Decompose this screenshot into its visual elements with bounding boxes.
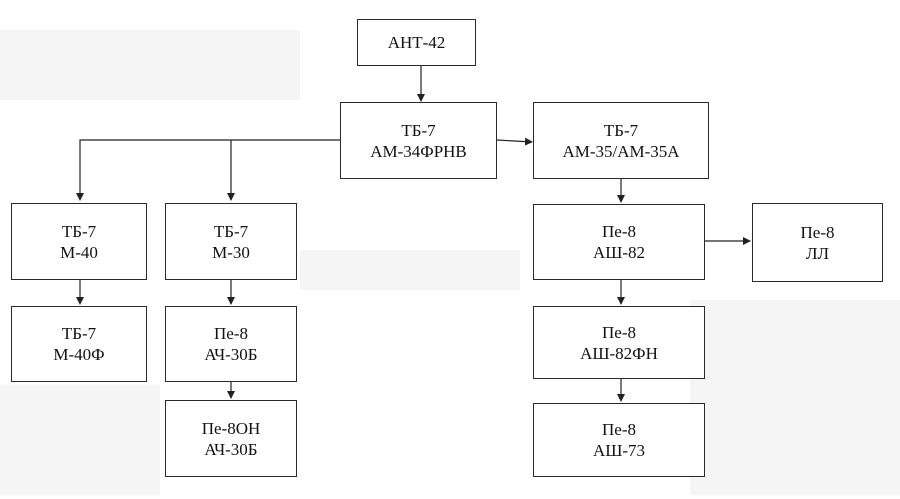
node-line: М-30 xyxy=(212,242,250,262)
node-pe8on-ach30b: Пе-8ОН АЧ-30Б xyxy=(165,400,297,477)
node-line: Пе-8 xyxy=(800,222,835,242)
node-line: ТБ-7 xyxy=(401,120,436,140)
node-line: ТБ-7 xyxy=(61,221,97,241)
node-line: Пе-8 xyxy=(214,324,248,343)
node-pe8-ach30b: Пе-8 АЧ-30Б xyxy=(165,306,297,382)
node-line: АЧ-30Б xyxy=(204,439,258,459)
background-texture xyxy=(0,385,160,495)
node-line: АЧ-30Б xyxy=(204,345,258,364)
node-line: ТБ-7 xyxy=(603,120,639,140)
edge-tb7-34-tb7-35 xyxy=(496,137,533,146)
node-line: Пе-8ОН xyxy=(201,418,261,438)
node-line: Пе-8 xyxy=(602,222,636,241)
node-line: Пе-8 xyxy=(602,420,636,439)
node-pe8-ash82: Пе-8 АШ-82 xyxy=(533,204,705,280)
node-tb7-m40: ТБ-7 М-40 xyxy=(11,203,147,280)
node-line: АШ-73 xyxy=(592,441,646,460)
node-tb7-m40f: ТБ-7 М-40Ф xyxy=(11,306,147,382)
node-tb7-am34frnv: ТБ-7 АМ-34ФРНВ xyxy=(340,102,497,179)
node-tb7-m30: ТБ-7 М-30 xyxy=(165,203,297,280)
node-line: М-40 xyxy=(60,242,98,262)
node-line: Пе-8 xyxy=(602,322,636,342)
node-line: АШ-82 xyxy=(592,243,646,262)
node-ant-42: АНТ-42 xyxy=(357,19,476,66)
background-texture xyxy=(300,250,520,290)
node-tb7-am35: ТБ-7 АМ-35/АМ-35А xyxy=(533,102,709,179)
node-line: АШ-82ФН xyxy=(580,343,658,363)
node-line: ТБ-7 xyxy=(61,324,97,343)
background-texture xyxy=(0,30,300,100)
node-line: АМ-34ФРНВ xyxy=(370,141,467,161)
node-pe8-ash73: Пе-8 АШ-73 xyxy=(533,403,705,477)
background-texture xyxy=(690,300,900,495)
edge-branch-bus xyxy=(76,139,340,201)
node-pe8-ll: Пе-8 ЛЛ xyxy=(752,203,883,282)
node-line: М-40Ф xyxy=(53,345,105,364)
node-line: ТБ-7 xyxy=(213,221,249,241)
node-line: АМ-35/АМ-35А xyxy=(562,141,680,161)
node-pe8-ash82fn: Пе-8 АШ-82ФН xyxy=(533,306,705,379)
node-line: АНТ-42 xyxy=(387,33,446,52)
node-line: ЛЛ xyxy=(805,243,830,263)
